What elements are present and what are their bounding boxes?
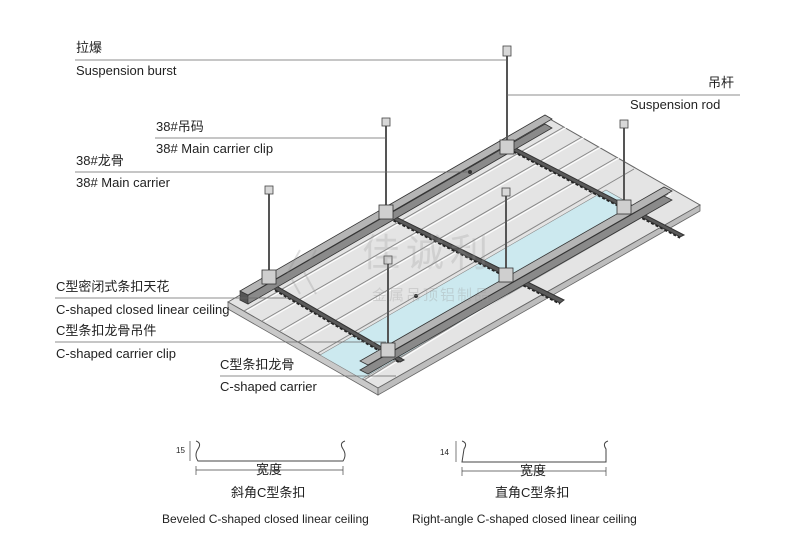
suspension-rods [268,55,625,350]
main-carriers [239,114,673,375]
carrier-clip-en: C-shaped carrier clip [56,346,176,361]
suspension-rod-en: Suspension rod [630,97,721,112]
right-angle-profile [455,440,609,476]
main-carrier-zh: 38#龙骨 [76,153,124,168]
beveled-name-zh: 斜角C型条扣 [231,485,306,500]
suspension-rod-zh: 吊杆 [708,75,735,90]
watermark-sub: 金属吊顶铝制品 [372,287,492,304]
main-carrier-clip-zh: 38#吊码 [156,119,204,134]
main-carrier-clips [261,139,632,358]
right-angle-dimension: 14 [440,448,449,457]
beveled-profile [189,440,346,475]
main-carrier-en: 38# Main carrier [76,175,170,190]
beveled-name-en: Beveled C-shaped closed linear ceiling [162,512,369,526]
right-angle-width-label: 宽度 [520,463,547,478]
beveled-dimension: 15 [176,446,185,455]
suspension-burst-en: Suspension burst [76,63,177,78]
right-angle-name-en: Right-angle C-shaped closed linear ceili… [412,512,637,526]
watermark-logo [286,249,317,295]
main-carrier-clip-en: 38# Main carrier clip [156,141,274,156]
closed-ceiling-zh: C型密闭式条扣天花 [56,279,170,294]
closed-ceiling-en: C-shaped closed linear ceiling [56,302,230,317]
right-angle-name-zh: 直角C型条扣 [495,485,570,500]
c-carrier-en: C-shaped carrier [220,379,317,394]
leader-lines [55,59,740,377]
suspension-burst-zh: 拉爆 [76,40,103,55]
watermark-brand: 佳诚利 [362,233,495,275]
carrier-clip-zh: C型条扣龙骨吊件 [56,323,157,338]
c-carrier-zh: C型条扣龙骨 [220,357,295,372]
beveled-width-label: 宽度 [256,462,283,477]
